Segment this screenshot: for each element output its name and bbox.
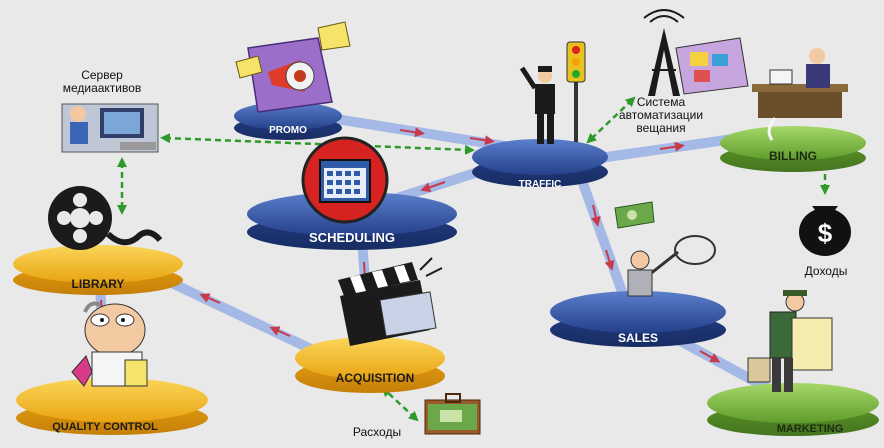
platform-quality-control-label: QUALITY CONTROL bbox=[52, 421, 158, 433]
arrow-acquisition-library bbox=[269, 326, 291, 337]
income-label: Доходы bbox=[804, 264, 848, 278]
arrow-traffic-scheduling bbox=[420, 181, 446, 193]
clapperboard-icon bbox=[338, 257, 443, 346]
platform-scheduling-label: SCHEDULING bbox=[309, 230, 395, 245]
platform-traffic-label: TRAFFIC bbox=[519, 179, 562, 190]
arrow-traffic-sales-2 bbox=[604, 249, 615, 271]
platform-marketing-label: MARKETING bbox=[777, 423, 844, 435]
pipe-traffic-sales bbox=[575, 170, 630, 305]
arrow-traffic-billing bbox=[659, 141, 685, 152]
platform-billing: BILLING bbox=[720, 126, 866, 172]
sign-carrier-icon bbox=[747, 290, 833, 392]
money-bag-dollar-sign: $ bbox=[818, 218, 833, 248]
briefcase-money-icon bbox=[424, 393, 481, 435]
platform-acquisition: ACQUISITION bbox=[295, 337, 445, 393]
platform-acquisition-label: ACQUISITION bbox=[336, 371, 415, 385]
broadcast-automation-label: Система автоматизации вещания bbox=[618, 95, 704, 135]
platform-marketing: MARKETING bbox=[707, 383, 879, 436]
arrow-traffic-sales bbox=[590, 204, 601, 227]
platform-promo-label: PROMO bbox=[269, 125, 307, 136]
film-reel-icon bbox=[48, 186, 163, 250]
billing-clerk-icon bbox=[752, 48, 848, 141]
media-server-label: Сервер медиаактивов bbox=[62, 68, 142, 95]
platform-billing-label: BILLING bbox=[769, 149, 817, 163]
platform-sales-label: SALES bbox=[618, 331, 658, 345]
salesman-net-icon bbox=[614, 201, 716, 297]
link-expenses-acquisition bbox=[381, 386, 419, 422]
broadcast-tower-icon bbox=[643, 9, 749, 96]
workstation-icon bbox=[61, 103, 159, 153]
link-server-traffic bbox=[160, 133, 475, 155]
expenses-label: Расходы bbox=[352, 425, 402, 439]
scientist-icon bbox=[71, 301, 148, 387]
platform-library-label: LIBRARY bbox=[72, 277, 125, 291]
arrow-promo-traffic bbox=[399, 127, 425, 138]
megaphone-icon bbox=[235, 21, 351, 113]
arrow-sales-marketing bbox=[699, 350, 721, 363]
platform-sales: SALES bbox=[550, 291, 726, 347]
calendar-icon bbox=[301, 136, 389, 224]
money-bag-icon: $ bbox=[799, 206, 851, 256]
platform-traffic: TRAFFIC bbox=[472, 139, 608, 190]
data-links bbox=[117, 96, 830, 422]
platform-library: LIBRARY bbox=[13, 245, 183, 295]
platform-quality-control: QUALITY CONTROL bbox=[16, 378, 208, 435]
arrow-acquisition-library-2 bbox=[199, 293, 221, 304]
traffic-officer-icon bbox=[519, 41, 586, 144]
